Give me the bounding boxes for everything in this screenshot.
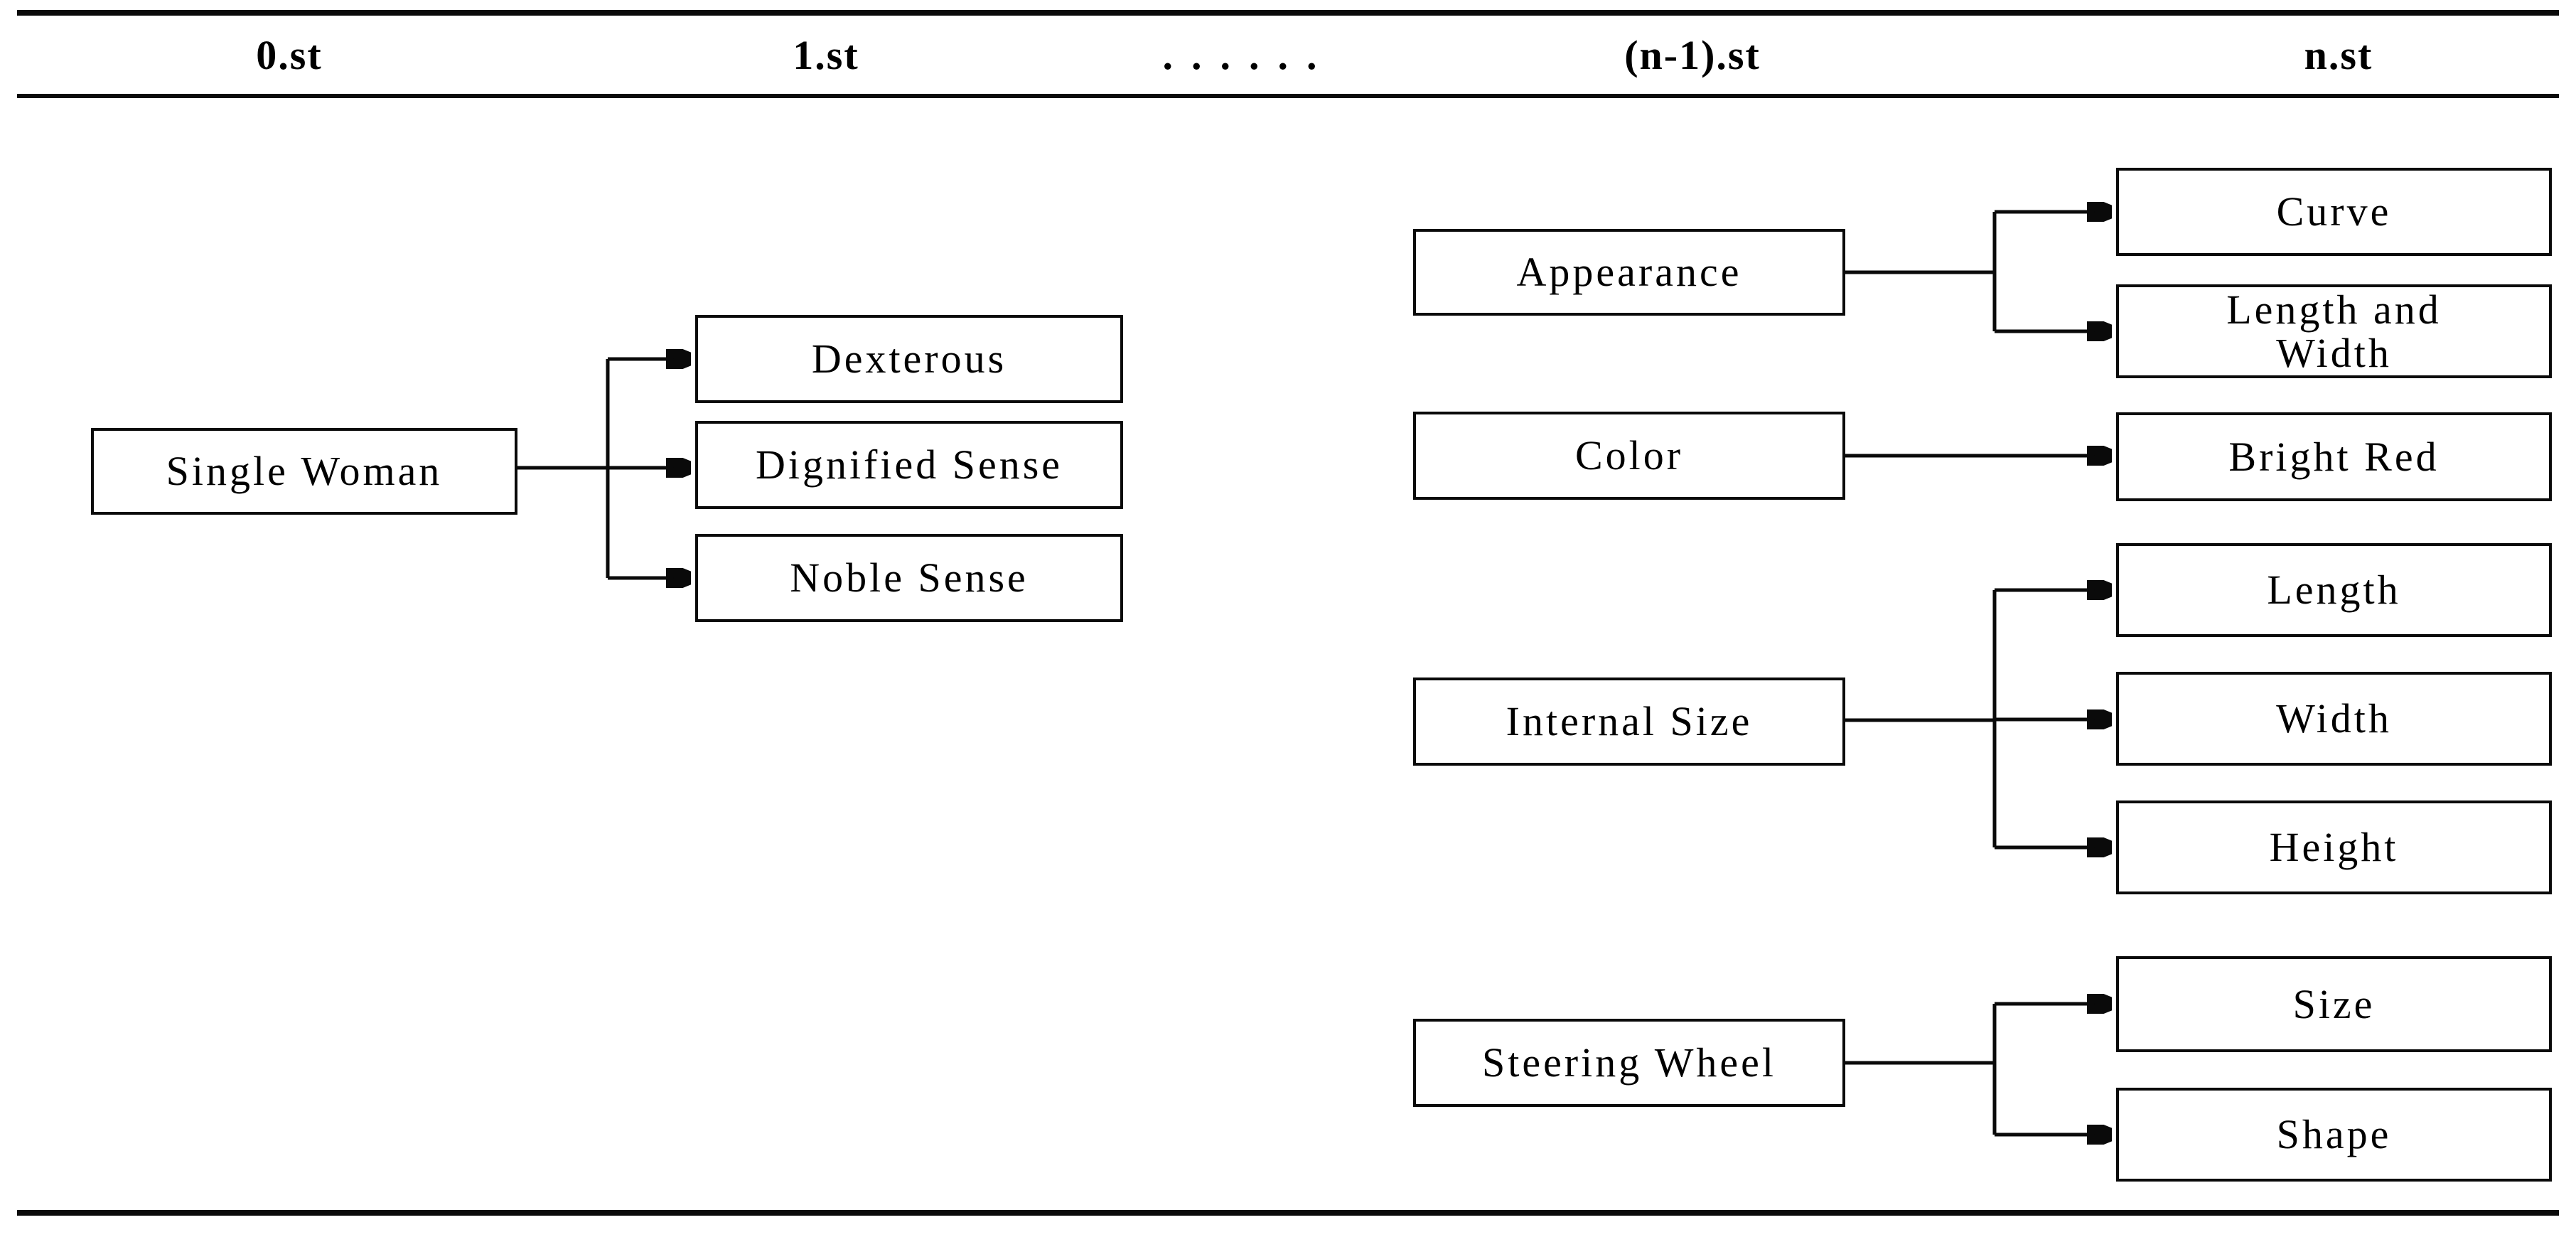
node-curve: Curve [2116,168,2552,256]
node-noble-sense: Noble Sense [695,534,1123,622]
connector-internal-size-children [1845,590,2112,847]
header-rule [17,94,2559,98]
bottom-rule [17,1210,2559,1216]
stage-header-ellipsis: ...... [1162,32,1336,78]
node-internal-size: Internal Size [1413,678,1845,766]
node-shape: Shape [2116,1088,2552,1182]
node-height: Height [2116,800,2552,894]
connector-single-woman-children [517,359,691,578]
node-single-woman: Single Woman [91,428,517,515]
node-steering-wheel: Steering Wheel [1413,1019,1845,1107]
stage-header-nst: n.st [2304,32,2373,78]
node-length-and-width-label: Length and Width [2226,286,2442,376]
stage-header-1st: 1.st [793,32,859,78]
node-appearance: Appearance [1413,229,1845,316]
node-bright-red: Bright Red [2116,412,2552,501]
stage-header-n-minus-1-st: (n-1).st [1624,32,1761,78]
node-color: Color [1413,412,1845,500]
top-rule [17,10,2559,16]
node-dexterous: Dexterous [695,315,1123,403]
node-size: Size [2116,956,2552,1052]
connector-steering-wheel-children [1845,1004,2112,1135]
node-width: Width [2116,672,2552,766]
node-dignified-sense: Dignified Sense [695,421,1123,509]
stage-header-0st: 0.st [256,32,323,78]
connector-appearance-children [1845,212,2112,331]
node-length: Length [2116,543,2552,637]
node-length-and-width: Length and Width [2116,284,2552,378]
